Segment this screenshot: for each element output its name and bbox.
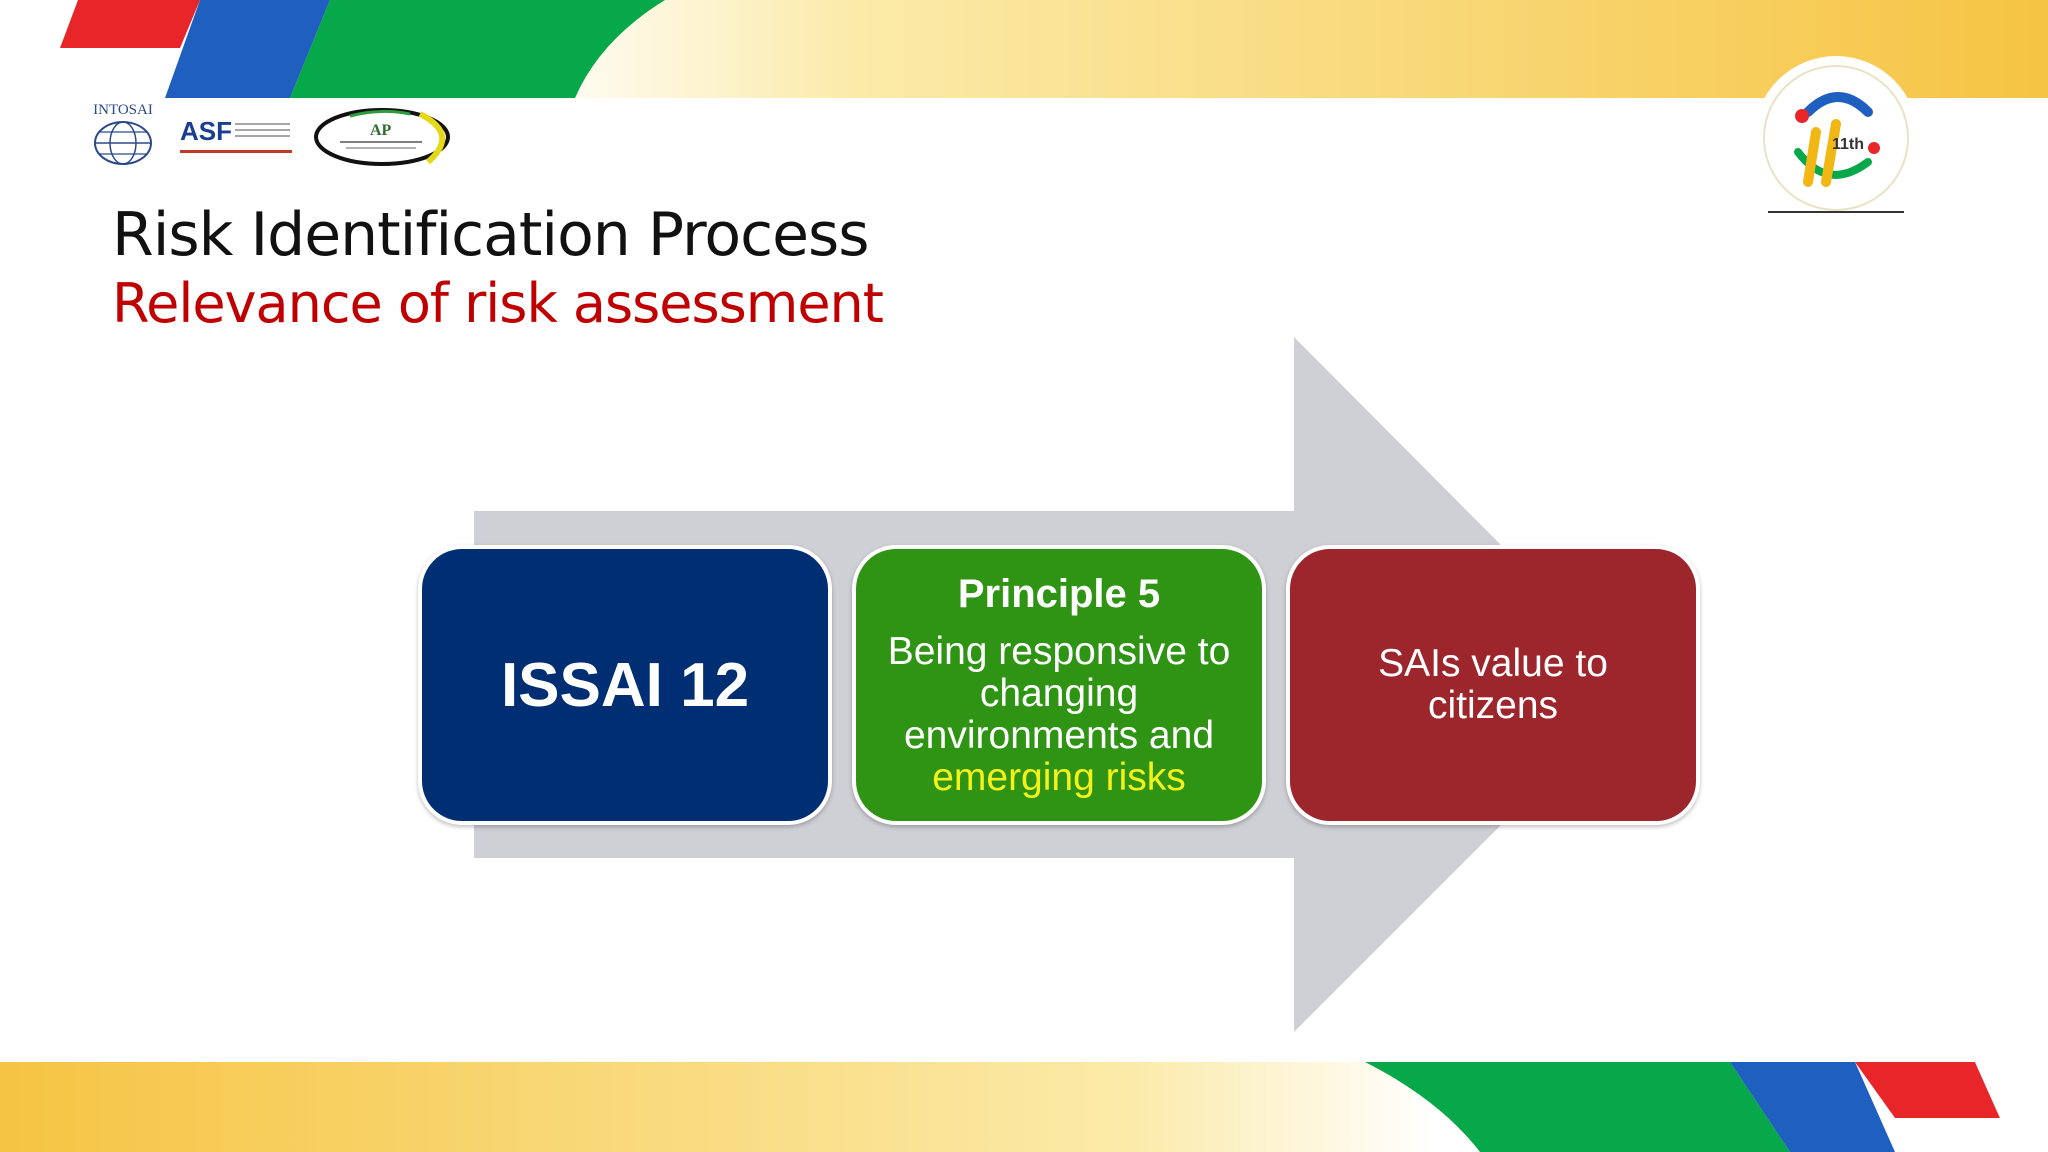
asf-lines-icon (235, 123, 290, 137)
logo-ap-text: AP (370, 122, 392, 139)
asf-underline (180, 150, 292, 153)
bottom-band-blue (1730, 1062, 1895, 1152)
top-band-blue (165, 0, 330, 98)
logo-asf: ASF (180, 116, 295, 158)
logo-event-badge: 11th (1738, 52, 1934, 228)
step-principle-5-heading: Principle 5 (957, 571, 1161, 616)
step-principle-5-body: Being responsive to changing environment… (887, 629, 1231, 757)
page-title: Risk Identification Process (112, 200, 870, 270)
event-badge-icon (1754, 56, 1918, 220)
bottom-band-green (1365, 1062, 1790, 1152)
bottom-band-red (1855, 1062, 2000, 1118)
page-subtitle: Relevance of risk assessment (112, 272, 884, 335)
step-sais-value-label: SAIs value to citizens (1378, 642, 1608, 727)
globe-icon (94, 121, 152, 165)
bottom-band-white-right (1895, 1118, 2048, 1152)
step-principle-5-text: Being responsive to changing environment… (856, 629, 1262, 799)
top-band-white (0, 0, 80, 48)
step-issai-12-label: ISSAI 12 (500, 650, 750, 720)
step-issai-12: ISSAI 12 (418, 545, 832, 825)
top-band-green (290, 0, 665, 98)
step-principle-5-highlight: emerging risks (932, 755, 1186, 799)
step-principle-5: Principle 5 Being responsive to changing… (852, 545, 1266, 825)
top-band-red (60, 0, 200, 48)
logo-ap: AP (310, 104, 455, 170)
top-band-white-strip (0, 48, 180, 98)
logo-intosai: INTOSAI (90, 102, 156, 172)
ap-ellipse-icon (314, 108, 450, 166)
bottom-band-white-strip (1975, 1062, 2048, 1118)
step-sais-value: SAIs value to citizens (1286, 545, 1700, 825)
logo-asf-text: ASF (180, 116, 232, 146)
logo-intosai-text: INTOSAI (93, 102, 153, 118)
event-badge-text: 11th (1832, 136, 1865, 153)
